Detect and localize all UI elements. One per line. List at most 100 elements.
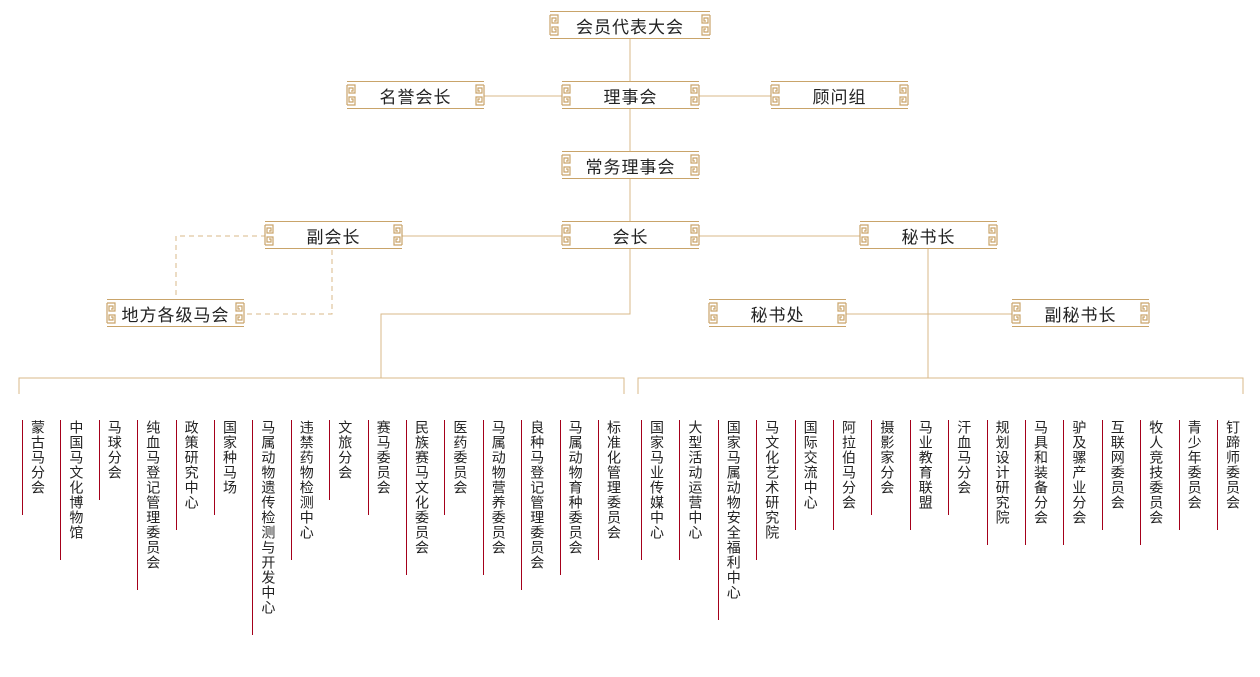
- branch-item: 马属动物育种委员会: [559, 420, 583, 575]
- branch-label: 汗血马分会: [955, 420, 972, 495]
- node-standing-council: 常务理事会: [561, 151, 700, 179]
- fret-ornament-icon: [235, 302, 245, 324]
- node-deputy-secretary-general: 副秘书长: [1011, 299, 1150, 327]
- branch-label: 马属动物育种委员会: [566, 420, 583, 555]
- branch-label: 蒙古马分会: [29, 420, 45, 495]
- branch-item: 中国马文化博物馆: [60, 420, 84, 560]
- branch-label: 马具和装备分会: [1032, 420, 1048, 525]
- fret-ornament-icon: [1011, 302, 1021, 324]
- branch-item: 政策研究中心: [175, 420, 199, 530]
- branch-label: 标准化管理委员会: [605, 420, 621, 540]
- node-honorary-president: 名誉会长: [346, 81, 485, 109]
- branch-item: 医药委员会: [444, 420, 468, 515]
- branch-label: 医药委员会: [451, 420, 468, 495]
- node-secretariat: 秘书处: [708, 299, 847, 327]
- branch-label: 文旅分会: [336, 420, 353, 480]
- branch-label: 马属动物营养委员会: [489, 420, 506, 555]
- branch-label: 政策研究中心: [182, 420, 199, 510]
- fret-ornament-icon: [859, 224, 869, 246]
- fret-ornament-icon: [988, 224, 998, 246]
- branch-label: 民族赛马文化委员会: [413, 420, 429, 555]
- branch-item: 马属动物营养委员会: [482, 420, 506, 575]
- branch-item: 违禁药物检测中心: [290, 420, 314, 560]
- branch-item: 马业教育联盟: [909, 420, 933, 530]
- branch-item: 赛马委员会: [367, 420, 391, 515]
- branch-item: 大型活动运营中心: [679, 420, 703, 560]
- branch-label: 赛马委员会: [374, 420, 391, 495]
- branch-item: 标准化管理委员会: [598, 420, 621, 560]
- branch-label: 良种马登记管理委员会: [528, 420, 545, 570]
- fret-ornament-icon: [561, 154, 571, 176]
- fret-ornament-icon: [690, 154, 700, 176]
- branch-item: 马文化艺术研究院: [756, 420, 780, 560]
- right-bracket: [637, 377, 1244, 394]
- fret-ornament-icon: [701, 14, 711, 36]
- branch-item: 马具和装备分会: [1025, 420, 1048, 545]
- branch-item: 国家种马场: [214, 420, 237, 515]
- branch-item: 蒙古马分会: [22, 420, 45, 515]
- fret-ornament-icon: [708, 302, 718, 324]
- node-local-associations: 地方各级马会: [106, 299, 245, 327]
- branch-item: 马球分会: [98, 420, 122, 500]
- fret-ornament-icon: [690, 224, 700, 246]
- node-assembly: 会员代表大会: [549, 11, 711, 39]
- branch-label: 纯血马登记管理委员会: [144, 420, 161, 570]
- dashed-link-local-vice: [244, 250, 333, 315]
- branch-label: 摄影家分会: [878, 420, 895, 495]
- left-bracket: [18, 377, 625, 394]
- branch-item: 纯血马登记管理委员会: [137, 420, 161, 590]
- fret-ornament-icon: [475, 84, 485, 106]
- branch-label: 互联网委员会: [1108, 420, 1125, 510]
- fret-ornament-icon: [690, 84, 700, 106]
- fret-ornament-icon: [346, 84, 356, 106]
- fret-ornament-icon: [264, 224, 274, 246]
- fret-ornament-icon: [393, 224, 403, 246]
- fret-ornament-icon: [106, 302, 116, 324]
- branch-item: 国家马业传媒中心: [641, 420, 664, 560]
- branch-label: 中国马文化博物馆: [67, 420, 84, 540]
- branch-label: 马球分会: [105, 420, 122, 480]
- branch-item: 互联网委员会: [1101, 420, 1125, 530]
- node-president: 会长: [561, 221, 700, 249]
- branch-label: 马属动物遗传检测与开发中心: [259, 420, 276, 615]
- fret-ornament-icon: [561, 84, 571, 106]
- left-branch-connector: [380, 249, 631, 378]
- branch-label: 国家马业传媒中心: [648, 420, 664, 540]
- branch-label: 规划设计研究院: [993, 420, 1010, 525]
- branch-item: 规划设计研究院: [986, 420, 1010, 545]
- fret-ornament-icon: [837, 302, 847, 324]
- branch-label: 国家马属动物安全福利中心: [724, 420, 741, 600]
- branch-item: 阿拉伯马分会: [833, 420, 856, 530]
- branch-item: 摄影家分会: [871, 420, 895, 515]
- branch-label: 钉蹄师委员会: [1224, 420, 1240, 510]
- branch-item: 钉蹄师委员会: [1217, 420, 1240, 530]
- branch-label: 牧人竞技委员会: [1147, 420, 1164, 525]
- branch-item: 驴及骡产业分会: [1063, 420, 1087, 545]
- branch-item: 牧人竞技委员会: [1140, 420, 1164, 545]
- branch-label: 马业教育联盟: [916, 420, 933, 510]
- branch-label: 驴及骡产业分会: [1070, 420, 1087, 525]
- branch-label: 国际交流中心: [801, 420, 818, 510]
- node-council: 理事会: [561, 81, 700, 109]
- branch-label: 国家种马场: [221, 420, 237, 495]
- branch-item: 国家马属动物安全福利中心: [717, 420, 741, 620]
- branch-item: 马属动物遗传检测与开发中心: [252, 420, 276, 635]
- branch-item: 良种马登记管理委员会: [521, 420, 545, 590]
- fret-ornament-icon: [770, 84, 780, 106]
- node-secretary-general: 秘书长: [859, 221, 998, 249]
- branch-item: 青少年委员会: [1178, 420, 1202, 530]
- dashed-link-vice-local: [175, 235, 266, 298]
- fret-ornament-icon: [561, 224, 571, 246]
- branch-label: 违禁药物检测中心: [297, 420, 314, 540]
- node-vice-president: 副会长: [264, 221, 403, 249]
- node-advisory-group: 顾问组: [770, 81, 909, 109]
- fret-ornament-icon: [1140, 302, 1150, 324]
- branch-label: 青少年委员会: [1185, 420, 1202, 510]
- branch-label: 大型活动运营中心: [686, 420, 703, 540]
- branch-item: 汗血马分会: [948, 420, 972, 515]
- branch-item: 文旅分会: [329, 420, 353, 500]
- branch-label: 马文化艺术研究院: [763, 420, 780, 540]
- branch-item: 国际交流中心: [794, 420, 818, 530]
- branch-item: 民族赛马文化委员会: [406, 420, 429, 575]
